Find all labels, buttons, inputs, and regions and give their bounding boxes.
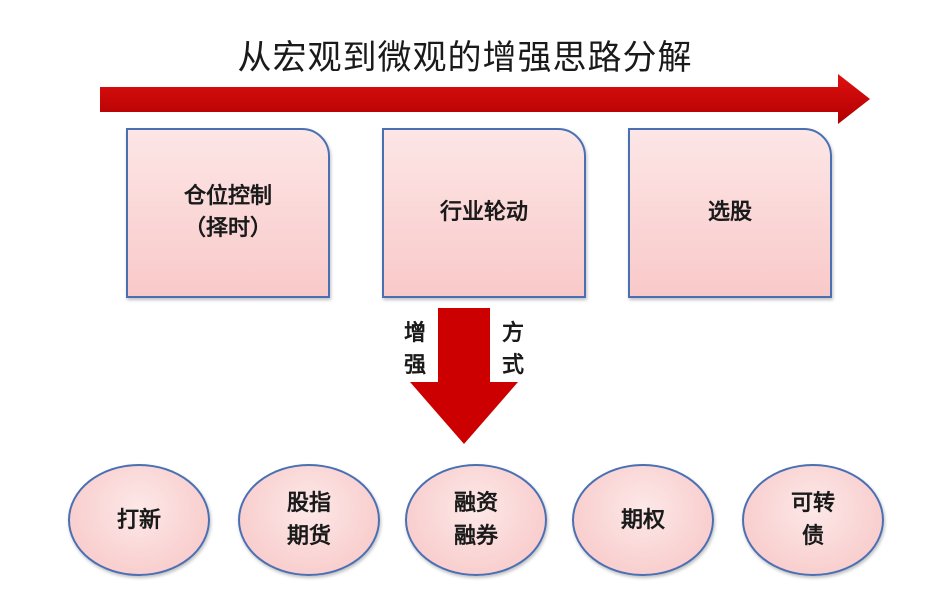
method-label: 股指 期货 [286, 491, 331, 549]
method-oval-ipo: 打新 [68, 464, 210, 576]
diagram-title: 从宏观到微观的增强思路分解 [237, 38, 693, 78]
method-oval-options: 期权 [572, 464, 714, 576]
arrow-right-label: 方式 [501, 321, 524, 378]
enhancement-down-arrow [410, 308, 518, 444]
level-label: 行业轮动 [439, 200, 528, 226]
macro-to-micro-arrow [100, 74, 870, 124]
level-box-sector-rotation: 行业轮动 [382, 128, 586, 298]
level-box-position-control: 仓位控制 （择时） [126, 128, 330, 298]
method-label: 期权 [620, 507, 665, 533]
method-label: 打新 [116, 507, 161, 533]
level-label: 选股 [707, 200, 752, 226]
method-oval-convertible-bonds: 可转 债 [742, 464, 884, 576]
level-box-stock-selection: 选股 [628, 128, 832, 298]
arrow-left-label: 增强 [403, 321, 426, 378]
method-oval-index-futures: 股指 期货 [238, 464, 380, 576]
level-label: 仓位控制 （择时） [183, 184, 272, 241]
method-oval-margin-trading: 融资 融券 [405, 464, 547, 576]
method-label: 融资 融券 [453, 491, 498, 549]
method-label: 可转 债 [790, 491, 835, 549]
